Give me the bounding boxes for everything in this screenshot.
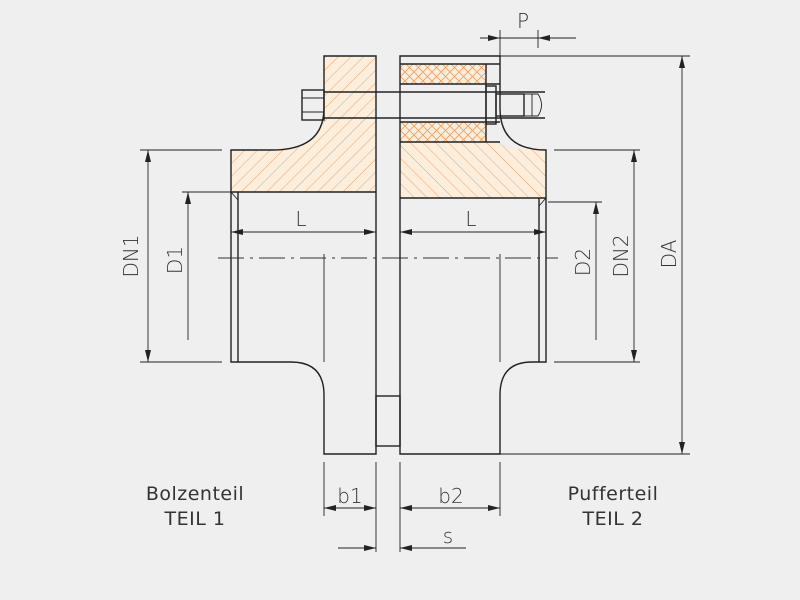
part-right-name: Pufferteil [568,483,659,505]
left-hub-outline [230,55,377,455]
label-b1: b1 [337,484,362,508]
gap-spacer [375,395,401,447]
bolzenteil-body [230,55,377,455]
right-hub-section [400,142,546,198]
pufferteil-body [399,55,547,455]
label-da: DA [657,239,681,268]
part-left-name: Bolzenteil [146,483,244,505]
part-right-teil: TEIL 2 [582,508,644,530]
label-b2: b2 [438,484,463,508]
label-l-right: L [465,207,476,231]
buffer-lower-section [400,122,486,142]
right-hub-outline [399,55,547,455]
label-d1: D1 [163,246,187,274]
label-dn1: DN1 [119,234,143,277]
label-d2: D2 [571,248,595,276]
bolt-washer [495,93,525,117]
label-s: s [443,524,453,548]
label-dn2: DN2 [609,234,633,277]
bolt [301,85,545,447]
bolt-head [301,89,325,121]
part-left-teil: TEIL 1 [164,508,226,530]
label-l-left: L [295,207,306,231]
buffer-upper-section [400,64,486,84]
left-flange-section [231,56,376,192]
dimension-lines [140,30,690,552]
label-p: P [517,9,529,33]
